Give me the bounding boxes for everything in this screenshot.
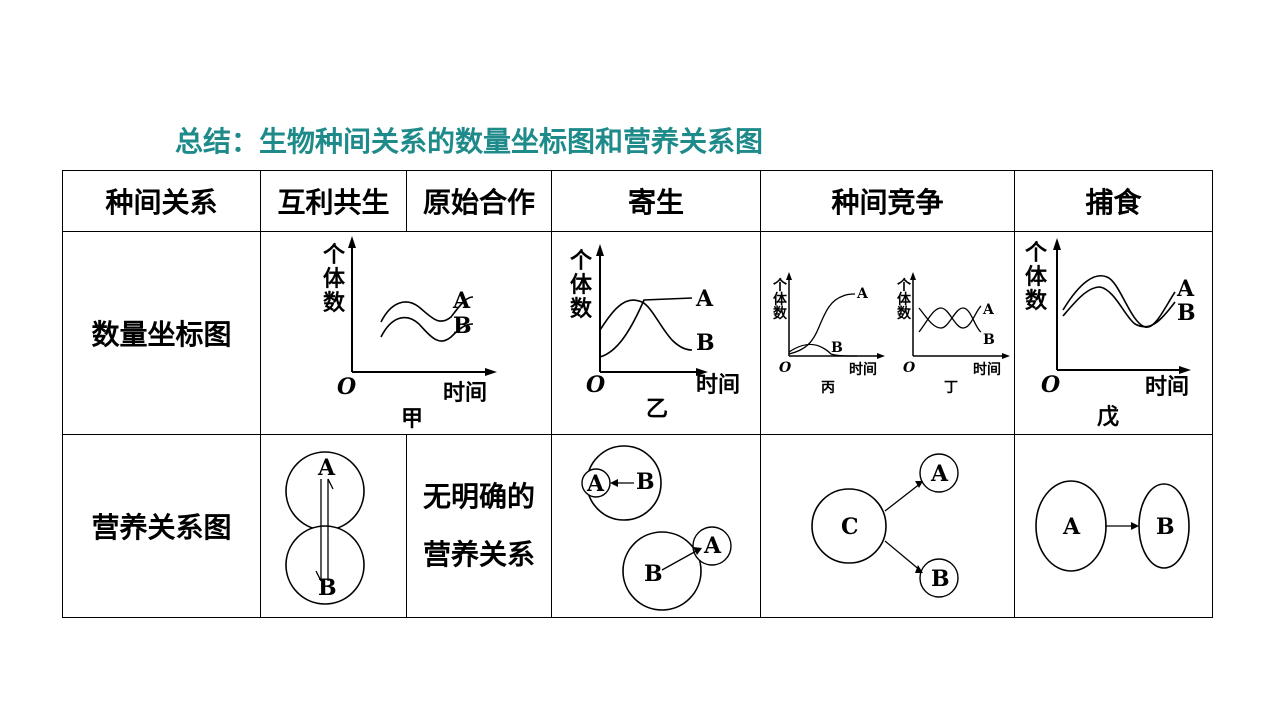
curve-b-label: B (1177, 300, 1196, 326)
y-label-char: 个 (1025, 240, 1048, 266)
x-label: 时间 (849, 361, 877, 378)
trophic-predation: A B (1035, 480, 1190, 572)
node-a: A (703, 533, 722, 559)
header-row: 种间关系 互利共生 原始合作 寄生 种间竞争 捕食 (62, 170, 1213, 232)
trophic-mutualism-cell: A B (260, 434, 407, 618)
relation-table: 种间关系 互利共生 原始合作 寄生 种间竞争 捕食 数量坐标图 个 体 数 O … (62, 170, 1213, 618)
node-b: B (931, 566, 950, 592)
node-b: B (636, 469, 655, 495)
trophic-mutualism: A B (285, 451, 365, 605)
curve-b-label: B (831, 340, 843, 356)
x-label: 时间 (696, 372, 740, 398)
row-label-graph: 数量坐标图 (62, 231, 261, 435)
graph-jia-cell: 个 体 数 O 时间 A B 甲 (260, 231, 552, 435)
trophic-protocooperation-cell: 无明确的 营养关系 (406, 434, 552, 618)
node-a: A (317, 455, 336, 481)
y-label-char: 体 (897, 291, 912, 308)
no-relation-line: 无明确的 (422, 480, 535, 513)
y-label-char: 数 (323, 290, 346, 316)
trophic-parasitism: A B A B (581, 445, 732, 611)
origin-label: O (337, 374, 356, 400)
graph-competition-cell: 个 体 数 O 时间 A B 丙 个 体 数 O 时间 (760, 231, 1015, 435)
page-title: 总结：生物种间关系的数量坐标图和营养关系图 (175, 125, 764, 158)
node-b: B (1156, 514, 1175, 540)
header-competition: 种间竞争 (760, 170, 1015, 232)
y-label-char: 体 (323, 266, 346, 292)
header-predation: 捕食 (1014, 170, 1213, 232)
origin-label: O (586, 372, 605, 398)
header-parasitism: 寄生 (551, 170, 761, 232)
graph-wu-cell: 个 体 数 O 时间 A B 戊 (1014, 231, 1213, 435)
graph-row: 数量坐标图 个 体 数 O 时间 A B 甲 (62, 231, 1213, 435)
y-label-char: 个 (570, 248, 593, 274)
y-label-char: 体 (773, 291, 788, 308)
curve-a-label: A (1176, 276, 1195, 302)
node-b: B (644, 561, 663, 587)
header-protocooperation: 原始合作 (406, 170, 552, 232)
y-label-char: 数 (897, 305, 912, 322)
trophic-competition: C A B (811, 453, 959, 598)
header-relation: 种间关系 (62, 170, 261, 232)
x-label: 时间 (973, 361, 1001, 378)
no-relation-line: 营养关系 (422, 538, 535, 571)
y-label-char: 个 (896, 277, 912, 294)
y-label-char: 个 (323, 242, 346, 268)
row-label-trophic: 营养关系图 (62, 434, 261, 618)
caption-ding: 丁 (944, 380, 958, 396)
graph-yi: 个 体 数 O 时间 A B 乙 (570, 244, 740, 422)
graph-jia: 个 体 数 O 时间 A B 甲 (323, 236, 497, 432)
y-label-char: 个 (772, 277, 788, 294)
curve-a-label: A (856, 286, 869, 302)
node-b: B (318, 575, 337, 601)
x-label: 时间 (1145, 374, 1189, 400)
node-a: A (586, 471, 605, 497)
curve-a-label: A (452, 288, 471, 314)
caption-yi: 乙 (646, 396, 668, 422)
curve-b-label: B (983, 332, 995, 348)
origin-label: O (1041, 372, 1060, 398)
trophic-parasitism-cell: A B A B (551, 434, 761, 618)
trophic-predation-cell: A B (1014, 434, 1213, 618)
curve-b-label: B (696, 330, 715, 356)
caption-jia: 甲 (401, 406, 423, 432)
graph-wu: 个 体 数 O 时间 A B 戊 (1025, 238, 1196, 430)
curve-a-label: A (982, 302, 995, 318)
trophic-competition-cell: C A B (760, 434, 1015, 618)
x-label: 时间 (443, 380, 487, 406)
graph-yi-cell: 个 体 数 O 时间 A B 乙 (551, 231, 761, 435)
y-label-char: 体 (1025, 264, 1048, 290)
node-a: A (1062, 514, 1081, 540)
caption-wu: 戊 (1097, 404, 1119, 430)
y-label-char: 体 (570, 272, 593, 298)
caption-bing: 丙 (821, 380, 835, 396)
node-a: A (930, 461, 949, 487)
y-label-char: 数 (570, 296, 593, 322)
trophic-row: 营养关系图 A B 无明确的 营养关系 A (62, 434, 1213, 618)
node-c: C (841, 514, 859, 540)
y-label-char: 数 (1025, 288, 1048, 314)
header-mutualism: 互利共生 (260, 170, 407, 232)
origin-label: O (903, 360, 916, 376)
curve-a-label: A (695, 286, 714, 312)
y-label-char: 数 (773, 305, 788, 322)
origin-label: O (779, 360, 792, 376)
curve-b-label: B (453, 313, 472, 339)
graph-bing-ding: 个 体 数 O 时间 A B 丙 个 体 数 O 时间 (772, 272, 1010, 396)
